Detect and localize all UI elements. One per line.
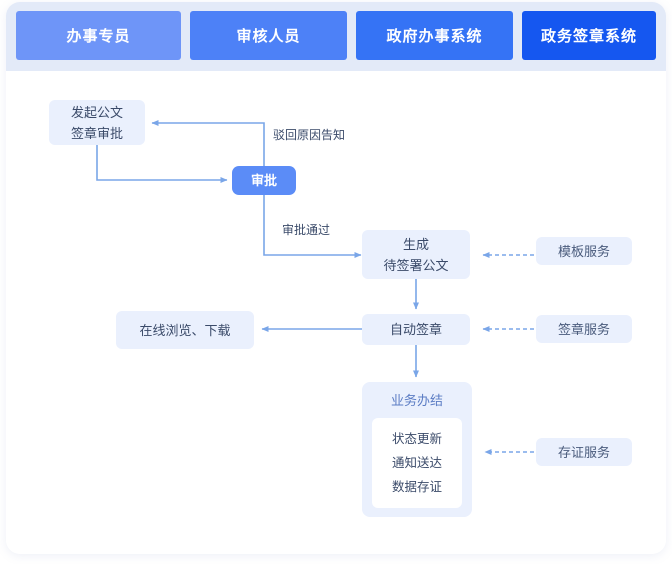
edge-label-reject-reason: 驳回原因告知 [273, 128, 346, 142]
completion-item-status-update: 状态更新 [391, 431, 442, 446]
node-generate-line1: 生成 [402, 236, 429, 252]
business-completion-items: 状态更新 通知送达 数据存证 [372, 418, 462, 508]
node-auto-seal[interactable]: 自动签章 [362, 314, 470, 345]
edge-label-approval-passed: 审批通过 [282, 223, 331, 237]
diagram-card: 办事专员 审核人员 政府办事系统 政务签章系统 [6, 2, 666, 554]
node-evidence-service[interactable]: 存证服务 [536, 438, 632, 466]
wire-initiate-to-approve [96, 145, 228, 183]
node-generate-line2: 待签署公文 [383, 257, 449, 273]
completion-item-data-evidence: 数据存证 [391, 479, 442, 494]
node-template-service[interactable]: 模板服务 [536, 237, 632, 265]
tab-role-reviewer[interactable]: 审核人员 [190, 11, 347, 60]
tab-role-officer[interactable]: 办事专员 [16, 11, 181, 60]
node-seal-service[interactable]: 签章服务 [536, 315, 632, 343]
node-business-completion[interactable]: 业务办结 状态更新 通知送达 数据存证 [362, 382, 472, 517]
node-approve[interactable]: 审批 [232, 166, 296, 195]
tab-system-seal[interactable]: 政务签章系统 [522, 11, 656, 60]
completion-item-notification: 通知送达 [391, 455, 442, 470]
node-online-browse-download[interactable]: 在线浏览、下载 [116, 311, 254, 349]
node-initiate-line1: 发起公文 [70, 104, 123, 120]
connector-layer [96, 120, 534, 455]
node-generate-document[interactable]: 生成 待签署公文 [362, 230, 470, 279]
tab-system-government[interactable]: 政府办事系统 [356, 11, 513, 60]
node-initiate-approval[interactable]: 发起公文 签章审批 [49, 100, 145, 145]
wire-approve-to-generate [263, 195, 362, 258]
wire-approve-reject-to-initiate [151, 120, 265, 166]
node-initiate-line2: 签章审批 [70, 125, 123, 141]
flow-canvas: 发起公文 签章审批 审批 生成 待签署公文 自动签章 在线浏览、下载 业务办结 … [6, 71, 666, 554]
node-business-completion-title: 业务办结 [390, 393, 443, 408]
